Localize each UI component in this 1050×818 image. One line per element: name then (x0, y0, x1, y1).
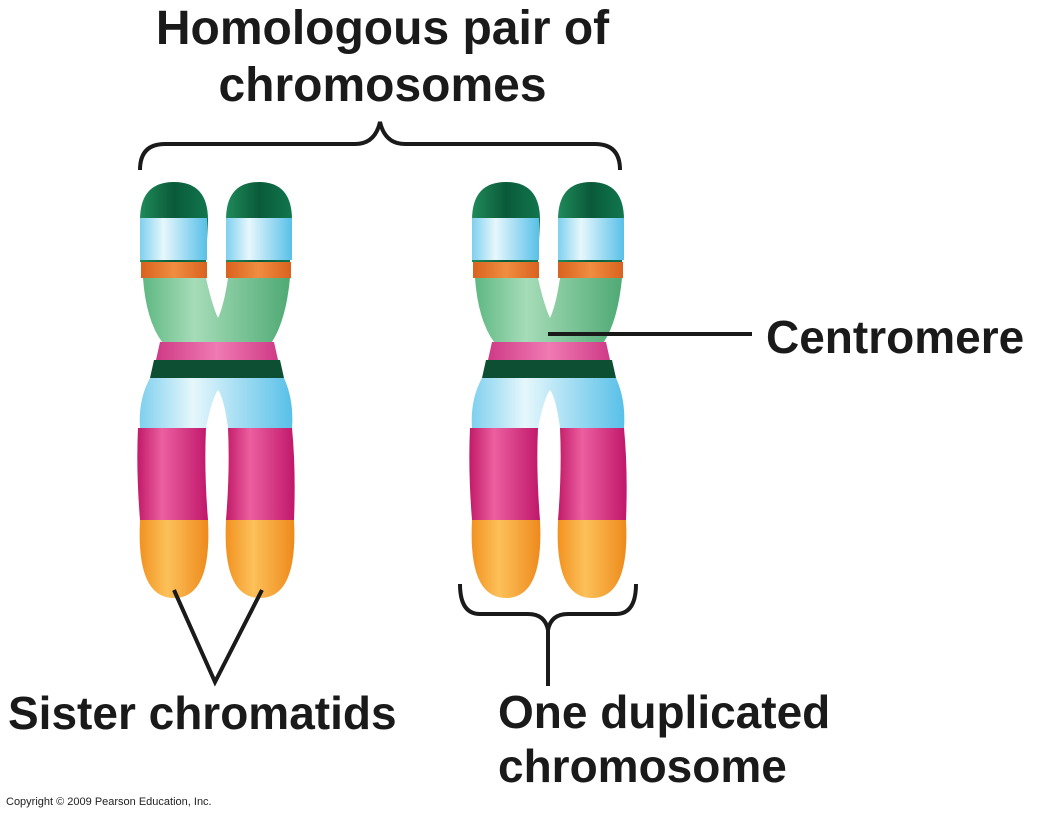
duplicated-chromosome-label-line-2: chromosome (498, 740, 787, 792)
sister-chromatids-pointer (172, 589, 264, 687)
title-line-2: chromosomes (218, 59, 547, 112)
centromere-label: Centromere (766, 311, 1025, 363)
homologous-pair-brace (138, 121, 622, 171)
chromosome-right (469, 182, 627, 598)
sister-chromatids-label: Sister chromatids (8, 687, 397, 739)
copyright-notice: Copyright © 2009 Pearson Education, Inc. (6, 796, 212, 808)
chromosome-left (137, 182, 295, 598)
duplicated-chromosome-label-line-1: One duplicated (498, 686, 831, 738)
title-line-1: Homologous pair of (155, 2, 610, 55)
